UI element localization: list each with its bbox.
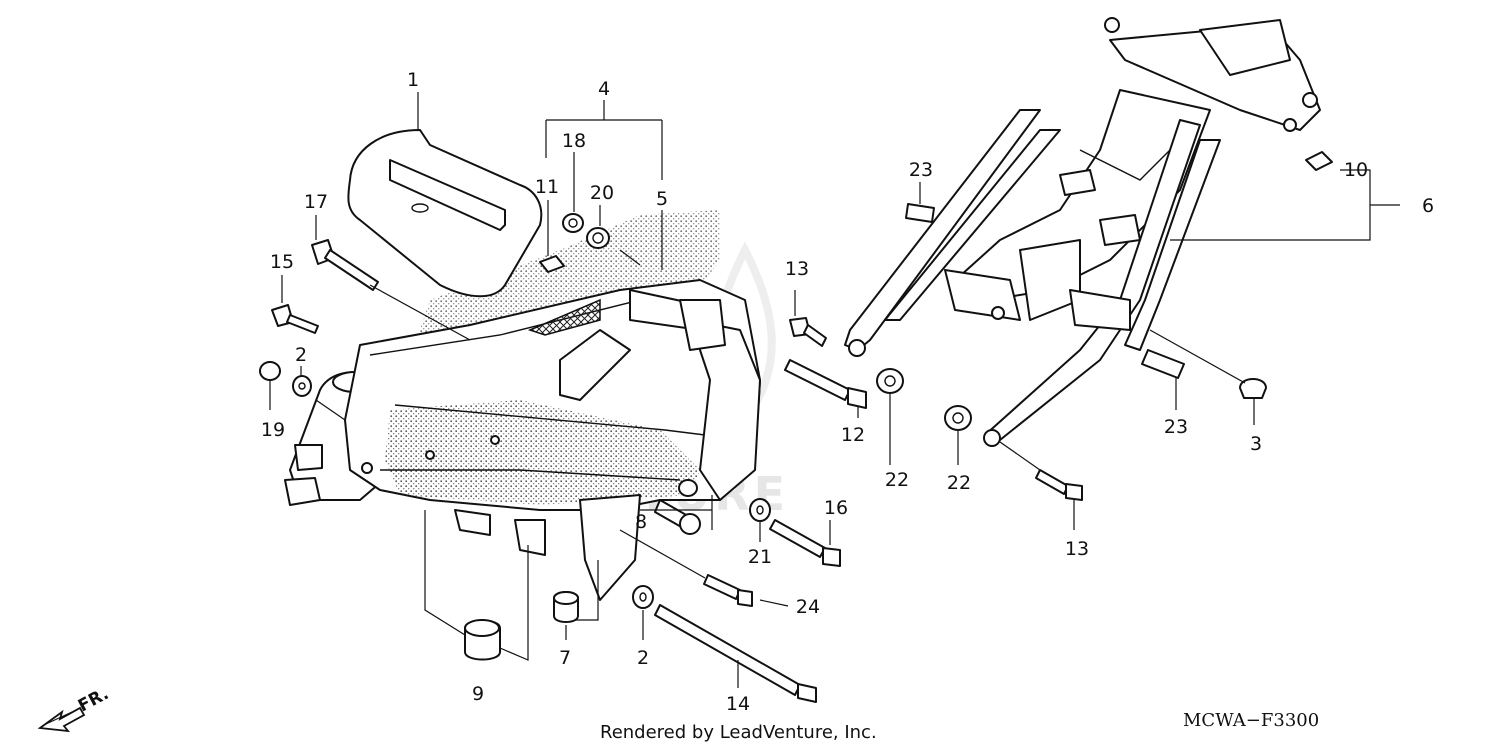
callout-22a: 22: [885, 469, 909, 491]
part-12-bolt: [784, 359, 867, 409]
callout-2b: 2: [637, 647, 649, 669]
diagram-code: MCWA−F3300: [1183, 710, 1319, 731]
callout-22b: 22: [947, 472, 971, 494]
part-11-clip: [539, 255, 565, 273]
callout-4: 4: [598, 78, 610, 100]
part-14-bolt: [654, 604, 817, 703]
part-9-collar: [464, 619, 501, 661]
callout-9: 9: [472, 683, 484, 705]
callout-13a: 13: [785, 258, 809, 280]
callout-17: 17: [304, 191, 328, 213]
part-22-collar-a: [876, 368, 904, 394]
callout-2a: 2: [295, 344, 307, 366]
part-13-bolt-a: [789, 317, 827, 347]
callout-13b: 13: [1065, 538, 1089, 560]
callout-7: 7: [559, 647, 571, 669]
footer-credit: Rendered by LeadVenture, Inc.: [600, 722, 877, 743]
callout-11: 11: [535, 176, 559, 198]
leader-lines: [269, 92, 1400, 688]
callout-6: 6: [1422, 195, 1434, 217]
callout-14: 14: [726, 693, 750, 715]
callout-18: 18: [562, 130, 586, 152]
part-3-cap: [1239, 378, 1267, 399]
callout-5: 5: [656, 188, 668, 210]
callouts: 1 4 18 11 20 5 17 15 2 19 9 7 2 8 21 16 …: [261, 69, 1434, 715]
part-2-washer-b: [632, 585, 654, 609]
part-7-collar: [553, 591, 579, 623]
part-10-clip: [1305, 151, 1333, 171]
part-24-bolt: [703, 574, 753, 607]
part-8-bolt: [654, 479, 701, 535]
part-20-collar: [586, 227, 610, 249]
part-1-cover: [347, 129, 543, 298]
callout-23b: 23: [1164, 416, 1188, 438]
callout-15: 15: [270, 251, 294, 273]
callout-12: 12: [841, 424, 865, 446]
part-2-washer-a: [292, 375, 312, 397]
part-19-nut: [259, 361, 281, 381]
callout-10: 10: [1344, 159, 1368, 181]
sub-frame: [844, 17, 1321, 447]
callout-1: 1: [407, 69, 419, 91]
main-frame: [284, 210, 761, 601]
callout-23a: 23: [909, 159, 933, 181]
callout-24: 24: [796, 596, 820, 618]
part-15-bolt: [271, 304, 319, 334]
part-23-spacer-a: [905, 203, 935, 223]
part-21-washer: [749, 498, 771, 522]
part-16-bolt: [769, 519, 841, 567]
part-22-collar-b: [944, 405, 972, 431]
callout-21: 21: [748, 546, 772, 568]
callout-3: 3: [1250, 433, 1262, 455]
callout-19: 19: [261, 419, 285, 441]
part-13-bolt-b: [1035, 469, 1083, 501]
callout-20: 20: [590, 182, 614, 204]
callout-8: 8: [635, 511, 647, 533]
front-direction-arrow: FR.: [37, 684, 112, 733]
callout-16: 16: [824, 497, 848, 519]
part-18-nut: [562, 213, 584, 233]
part-17-bolt: [311, 239, 379, 291]
part-23-spacer-b: [1141, 349, 1185, 379]
